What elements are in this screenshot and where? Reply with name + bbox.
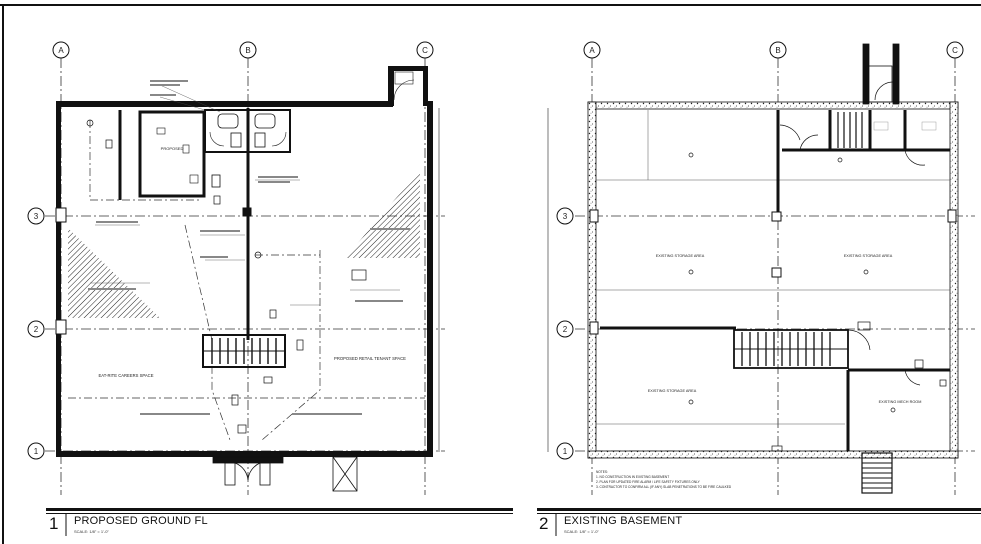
note-1: 1. NO CONSTRUCTION IN EXISTING BASEMENT (596, 475, 669, 479)
grid-bubble-labels-plan-2: A B C 3 2 1 (563, 46, 958, 456)
title-block-rules (46, 508, 981, 536)
stair-plan-2 (733, 112, 863, 369)
sheet-border-top (0, 4, 981, 6)
room-label-proposed: PROPOSED (161, 146, 184, 151)
fixtures-plan-2 (688, 152, 947, 452)
note-heading: NOTES: (596, 470, 608, 474)
grid-label-b: B (245, 46, 250, 55)
exterior-stair-plan-2 (861, 65, 893, 494)
drawing-scale-1: SCALE: 1/8" = 1'-0" (74, 529, 109, 534)
note-2: 2. PLAN FOR UPDATED FIRE ALARM / LIFE SA… (596, 480, 701, 484)
plan-basement: EXISTING STORAGE AREA EXISTING STORAGE A… (547, 41, 975, 495)
callout-notes-plan-1 (88, 80, 410, 415)
drawing-scale-2: SCALE: 1/8" = 1'-0" (564, 529, 599, 534)
egress-paths-plan-1 (68, 120, 425, 441)
grid-bubbles-plan-2 (556, 41, 964, 460)
drawing-title-2: EXISTING BASEMENT (564, 515, 683, 527)
grid-label-c: C (422, 46, 428, 55)
grid-label-1-2: 1 (563, 447, 568, 456)
basement-notes: NOTES: 1. NO CONSTRUCTION IN EXISTING BA… (596, 470, 732, 489)
restroom-block (204, 109, 291, 153)
room-label-retail-tenant: PROPOSED RETAIL TENANT SPACE (334, 356, 406, 361)
drawing-number-2: 2 (539, 514, 549, 533)
room-label-storage-1: EXISTING STORAGE AREA (656, 254, 705, 258)
fixtures-plan-1 (86, 119, 367, 434)
room-label-eat-rite: EAT-RITE CAREERS SPACE (99, 373, 154, 378)
exterior-walls-plan-1 (56, 66, 440, 457)
leaders-plan-1 (90, 84, 400, 306)
grid-label-a-2: A (589, 46, 595, 55)
entry-doors-plan-1 (212, 456, 358, 492)
room-label-storage-2: EXISTING STORAGE AREA (844, 254, 893, 258)
stair-plan-1 (202, 334, 286, 368)
grid-label-3: 3 (34, 212, 39, 221)
grid-label-2: 2 (34, 325, 39, 334)
doors-plan-2 (779, 81, 926, 386)
grid-label-a: A (58, 46, 64, 55)
drawing-title-1: PROPOSED GROUND FL (74, 515, 208, 527)
grid-bubble-labels-plan-1: A B C 3 2 1 (34, 46, 428, 456)
room-label-mech: EXISTING MECH ROOM (879, 400, 922, 404)
grid-label-2-2: 2 (563, 325, 568, 334)
grid-label-b-2: B (775, 46, 780, 55)
interior-walls-plan-2 (600, 110, 950, 451)
grid-label-c-2: C (952, 46, 958, 55)
room-label-storage-3: EXISTING STORAGE AREA (648, 389, 697, 393)
proposed-room: PROPOSED (118, 110, 221, 200)
columns-plan-2 (589, 209, 957, 335)
joist-lines-plan-2 (596, 110, 950, 425)
plan-ground-floor: PROPOSED (27, 41, 445, 495)
grid-bubbles-plan-1 (27, 41, 434, 460)
mech-room-tags (873, 121, 937, 131)
grid-label-1: 1 (34, 447, 39, 456)
hatched-zones-plan-1 (68, 170, 420, 318)
grid-label-3-2: 3 (563, 212, 568, 221)
drawing-number-1: 1 (49, 514, 59, 533)
foundation-walls-plan-2 (587, 43, 959, 459)
note-3: 3. CONTRACTOR TO CONFIRM ALL (IF ANY) SL… (596, 485, 732, 489)
sheet-border-left (2, 4, 4, 544)
